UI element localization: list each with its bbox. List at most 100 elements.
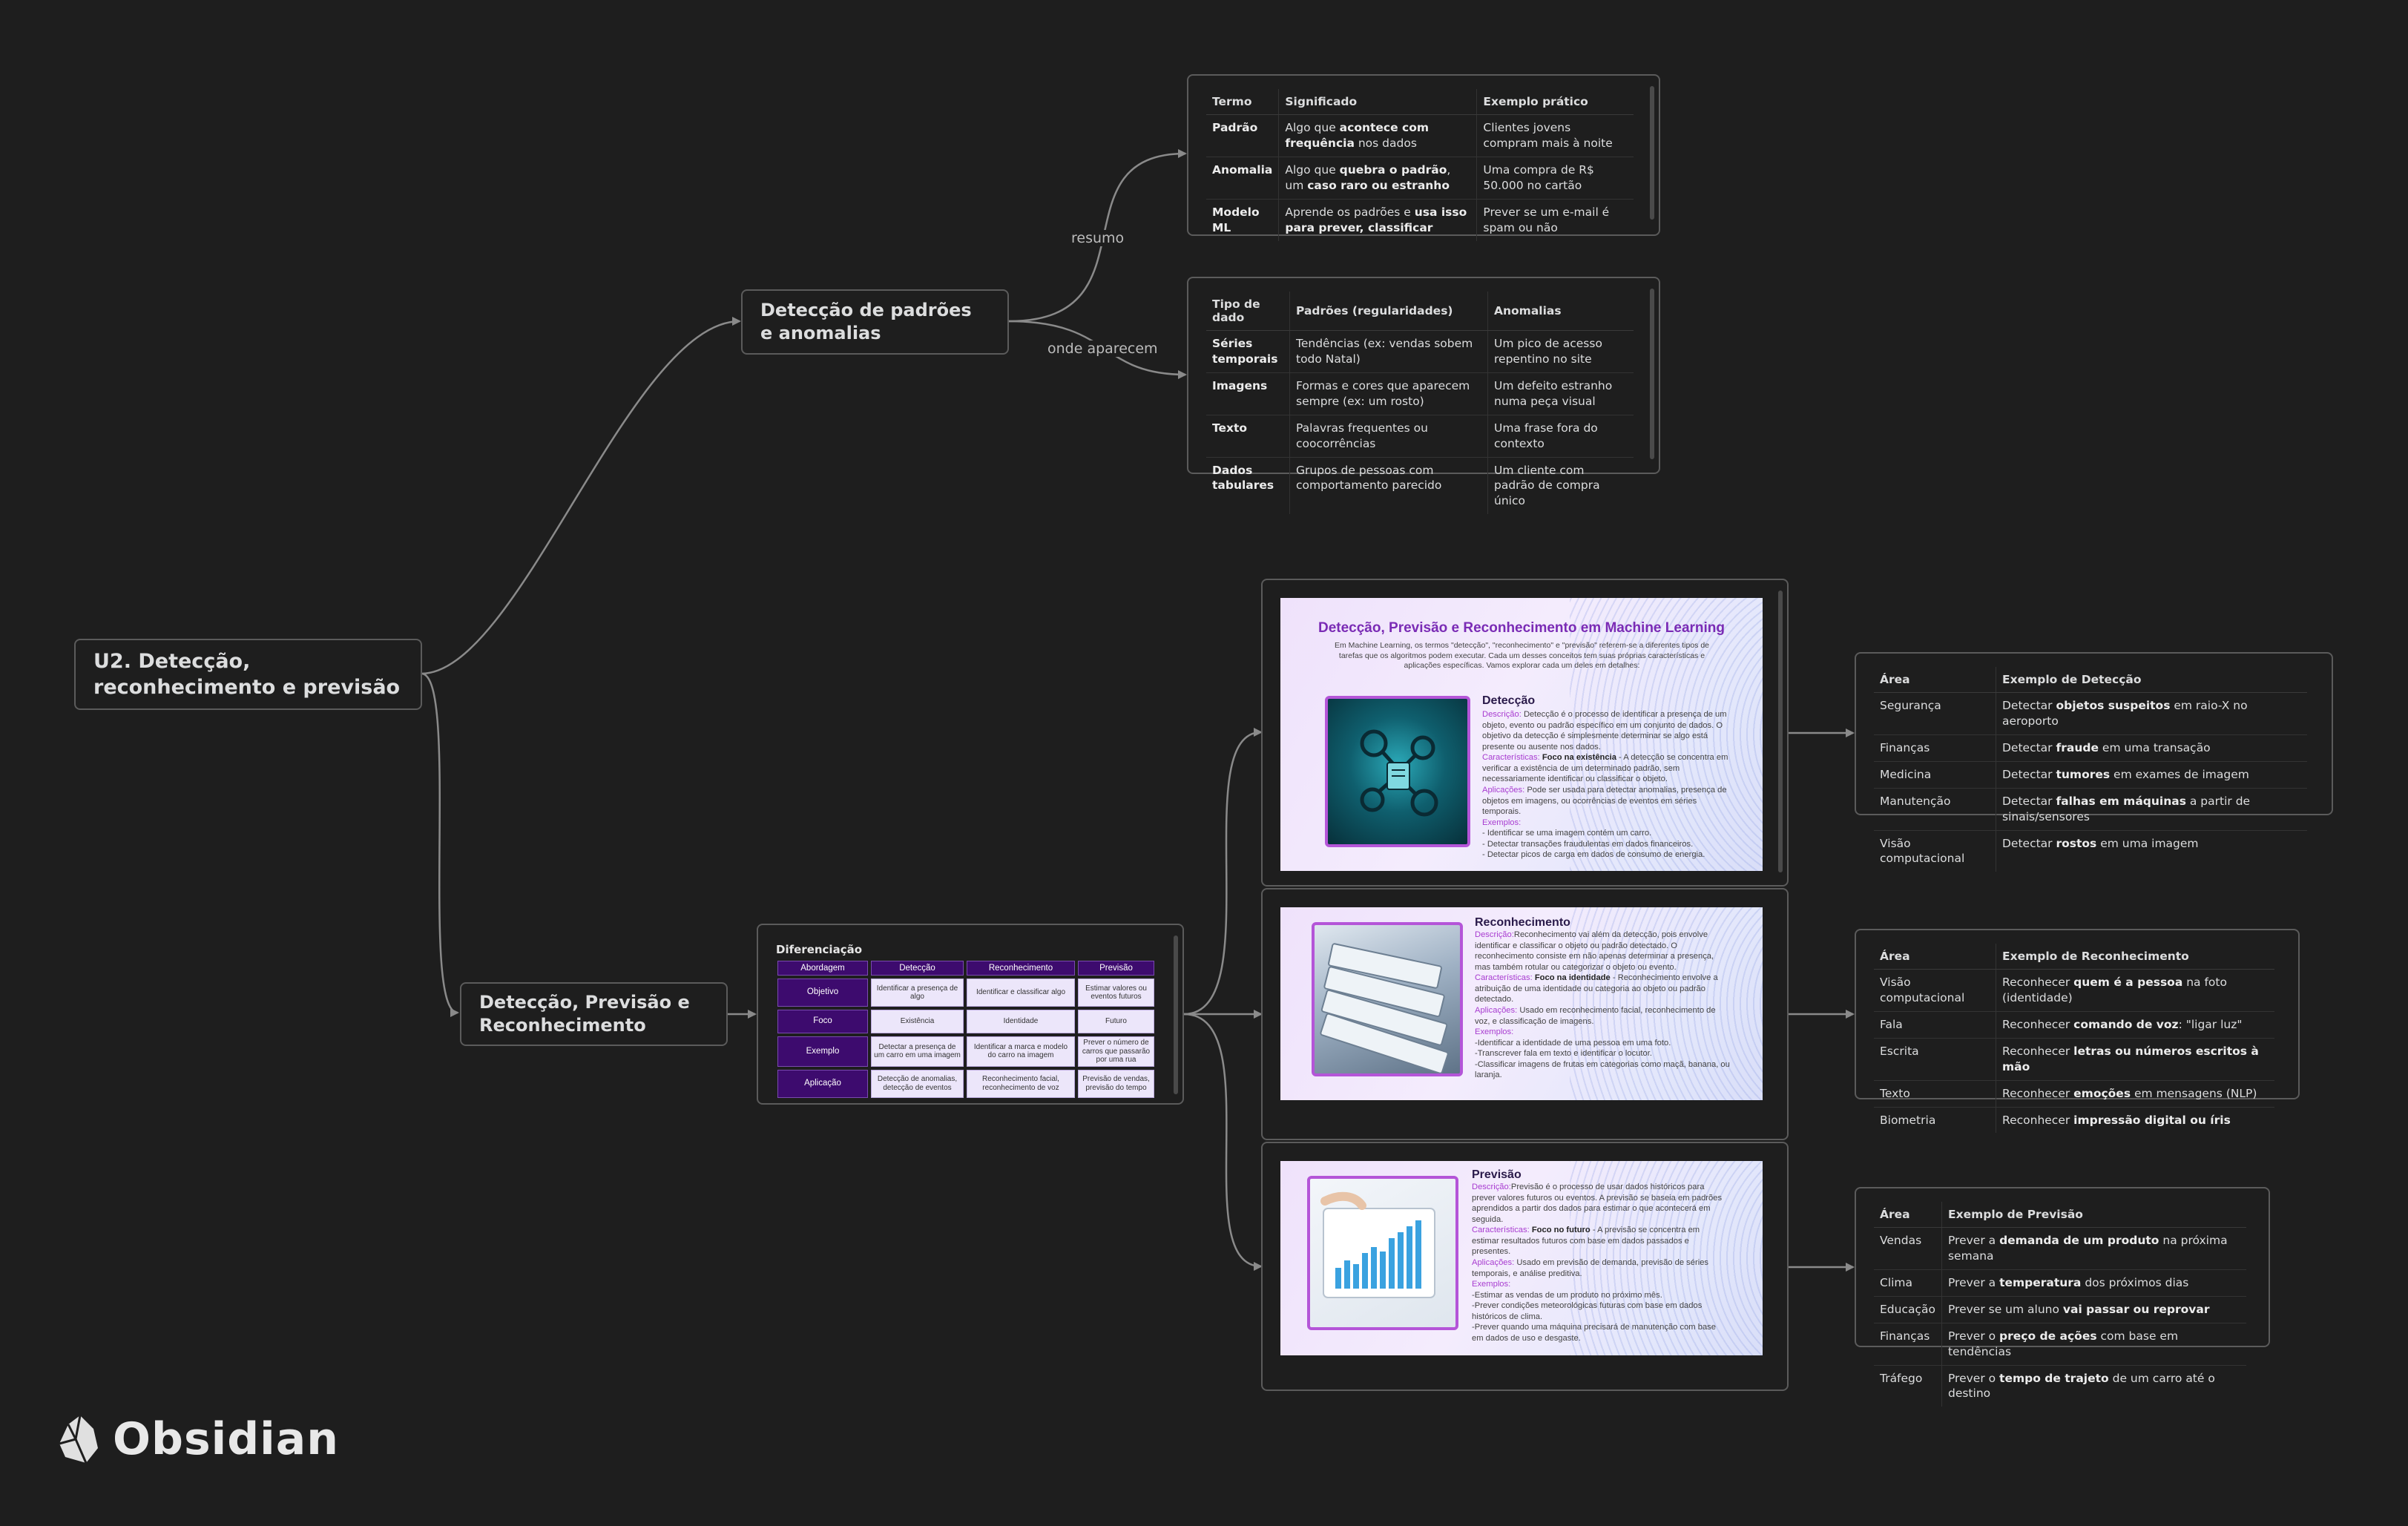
table-header-row: Abordagem Detecção Reconhecimento Previs… [777,961,1154,976]
table-cell: Detectar falhas em máquinas a partir de … [1996,787,2307,831]
table-cell: Educação [1874,1295,1942,1323]
table-cell: Detectar rostos em uma imagem [1996,829,2307,872]
obsidian-logo-text: Obsidian [113,1413,339,1465]
table-cell: Grupos de pessoas com comportamento pare… [1289,456,1488,515]
table-cell: Tendências (ex: vendas sobem todo Natal) [1289,330,1488,373]
detection-image [1325,696,1470,847]
dpr-node-label: Detecção, Previsão e Reconhecimento [479,991,690,1036]
table-row: Modelo ML Aprende os padrões e usa isso … [1206,198,1634,241]
table-cell: Uma frase fora do contexto [1487,414,1634,458]
table-cell: Imagens [1206,372,1290,415]
table-cell: Dados tabulares [1206,456,1290,515]
slide-prediction-node[interactable]: Previsão Descrição:Previsão é o processo… [1261,1142,1789,1391]
table-header: Abordagem [777,961,868,976]
edge-root-to-dpr [421,672,459,1017]
onde-table: Tipo de dado Padrões (regularidades) Ano… [1206,292,1634,515]
dpr-node[interactable]: Detecção, Previsão e Reconhecimento [460,982,728,1046]
table-cell: Segurança [1874,692,1996,735]
table-cell: Modelo ML [1206,198,1279,241]
slide-prediction: Previsão Descrição:Previsão é o processo… [1280,1161,1763,1355]
table-cell: Clientes jovens compram mais à noite [1476,114,1634,157]
recognition-table-node[interactable]: Área Exemplo de Reconhecimento Visão com… [1855,929,2300,1134]
table-cell: Identidade [967,1010,1075,1033]
table-header: Termo [1206,89,1279,115]
table-cell: Vendas [1874,1227,1942,1270]
slide-recognition-node[interactable]: Reconhecimento Descrição:Reconhecimento … [1261,888,1789,1140]
table-cell: Prever o tempo de trajeto de um carro at… [1941,1364,2246,1407]
table-cell: Reconhecer comando de voz: "ligar luz" [1996,1010,2274,1039]
table-cell: Manutenção [1874,787,1996,831]
obsidian-logo: Obsidian [58,1413,339,1465]
table-cell: Clima [1874,1269,1942,1297]
table-row: Anomalia Algo que quebra o padrão, um ca… [1206,156,1634,200]
table-cell: Reconhecer quem é a pessoa na foto (iden… [1996,969,2274,1012]
table-cell: Reconhecer impressão digital ou íris [1996,1106,2274,1134]
table-cell: Escrita [1874,1037,1996,1081]
edge-diff-to-slide3 [1183,1013,1263,1271]
patterns-node[interactable]: Detecção de padrões e anomalias [741,289,1009,355]
root-node[interactable]: U2. Detecção, reconhecimento e previsão [74,639,422,710]
table-cell: Detecção de anomalias, detecção de event… [871,1069,964,1098]
recognition-table: Área Exemplo de Reconhecimento Visão com… [1874,944,2274,1134]
table-header: Área [1874,944,1996,970]
table-header: Exemplo de Previsão [1941,1202,2246,1228]
scrollbar[interactable] [1650,289,1654,459]
table-cell: Existência [871,1010,964,1033]
table-header: Exemplo prático [1476,89,1634,115]
table-header: Área [1874,667,1996,693]
scrollbar[interactable] [1650,86,1654,220]
table-cell: Finanças [1874,1322,1942,1366]
table-cell: Prever a temperatura dos próximos dias [1941,1269,2246,1297]
slide-body: Descrição:Reconhecimento vai além da det… [1475,930,1730,1080]
table-row: Padrão Algo que acontece com frequência … [1206,114,1634,157]
table-header: Detecção [871,961,964,976]
table-header-row: Área Exemplo de Previsão [1874,1202,2246,1228]
prediction-image [1307,1176,1458,1330]
diff-image-node[interactable]: Diferenciação Abordagem Detecção Reconhe… [757,924,1184,1105]
table-cell: Texto [1206,414,1290,458]
diff-table: Abordagem Detecção Reconhecimento Previs… [774,958,1157,1101]
resumo-table-node[interactable]: Termo Significado Exemplo prático Padrão… [1187,74,1660,241]
scrollbar[interactable] [1778,591,1783,872]
wave-decoration [1570,1161,1763,1355]
onde-table-node[interactable]: Tipo de dado Padrões (regularidades) Ano… [1187,277,1660,515]
table-cell: Palavras frequentes ou coocorrências [1289,414,1488,458]
table-cell: Prever se um aluno vai passar ou reprova… [1941,1295,2246,1323]
diff-title: Diferenciação [776,943,863,956]
table-cell: Formas e cores que aparecem sempre (ex: … [1289,372,1488,415]
table-cell: Identificar a marca e modelo do carro na… [967,1036,1075,1067]
table-cell: Detectar tumores em exames de imagem [1996,760,2307,789]
scrollbar[interactable] [1174,935,1178,1094]
table-header: Exemplo de Detecção [1996,667,2307,693]
recognition-image [1312,922,1463,1076]
edge-label-onde-aparecem: onde aparecem [1045,341,1161,357]
table-header-row: Termo Significado Exemplo prático [1206,89,1634,115]
table-cell: Um cliente com padrão de compra único [1487,456,1634,515]
table-header: Anomalias [1487,292,1634,331]
table-cell: Algo que acontece com frequência nos dad… [1278,114,1477,157]
slide-detection-node[interactable]: Detecção, Previsão e Reconhecimento em M… [1261,579,1789,887]
wave-decoration [1570,598,1763,871]
slide-intro: Em Machine Learning, os termos "detecção… [1334,641,1710,671]
table-cell: Prever a demanda de um produto na próxim… [1941,1227,2246,1270]
table-header: Área [1874,1202,1942,1228]
table-cell: Fala [1874,1010,1996,1039]
